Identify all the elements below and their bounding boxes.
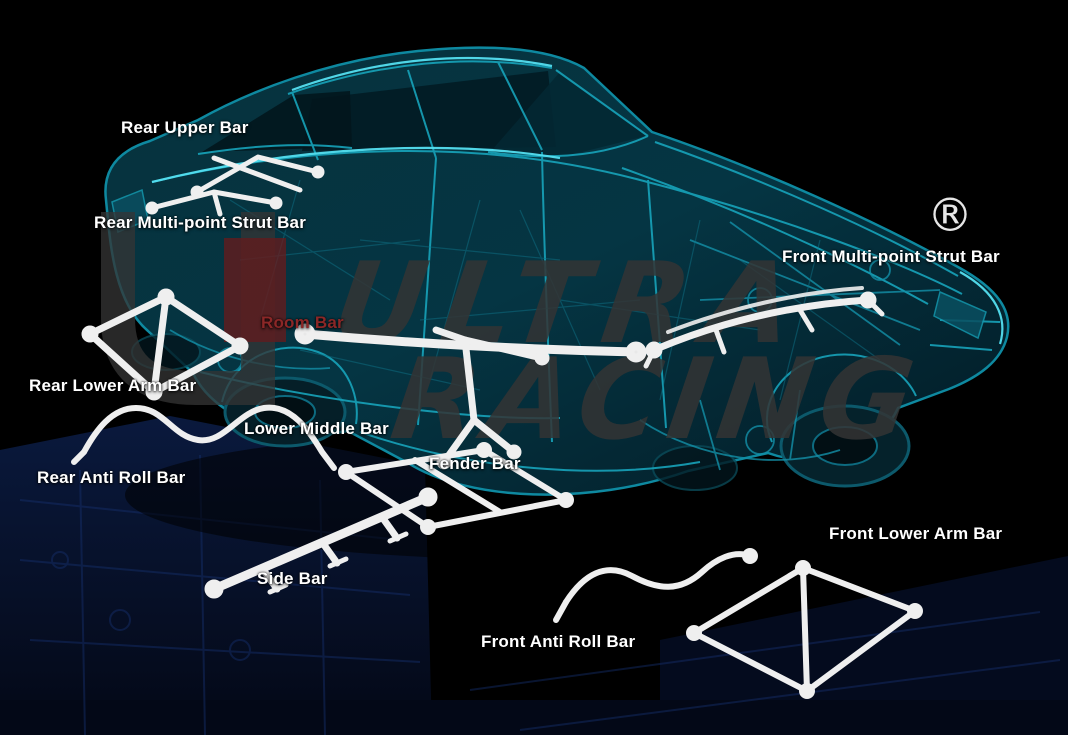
label-rear-multi-point-strut-bar: Rear Multi-point Strut Bar (94, 213, 307, 232)
label-rear-lower-arm-bar: Rear Lower Arm Bar (29, 376, 197, 395)
label-room-bar: Room Bar (261, 313, 344, 332)
registered-trademark-icon: ® (927, 188, 973, 242)
rear-anti-roll-bar-graphic (71, 404, 337, 471)
label-lower-middle-bar: Lower Middle Bar (244, 419, 389, 438)
label-rear-upper-bar: Rear Upper Bar (121, 118, 249, 137)
front-anti-roll-bar-graphic (553, 548, 758, 623)
fender-bar-graphic (432, 326, 550, 470)
rear-lower-arm-bar-graphic (81, 288, 249, 401)
strut-bars (71, 154, 923, 699)
label-side-bar: Side Bar (257, 569, 328, 588)
rear-multi-point-strut-bar-graphic (145, 189, 283, 217)
label-front-multi-point-strut-bar: Front Multi-point Strut Bar (782, 247, 1000, 266)
side-bar-graphic (204, 487, 438, 599)
label-front-anti-roll-bar: Front Anti Roll Bar (481, 632, 636, 651)
label-rear-anti-roll-bar: Rear Anti Roll Bar (37, 468, 186, 487)
front-lower-arm-bar-graphic (686, 560, 923, 699)
label-fender-bar: Fender Bar (429, 454, 521, 473)
label-front-lower-arm-bar: Front Lower Arm Bar (829, 524, 1003, 543)
ur-logo-mark (101, 212, 286, 405)
front-multi-point-strut-bar-graphic (643, 286, 885, 369)
